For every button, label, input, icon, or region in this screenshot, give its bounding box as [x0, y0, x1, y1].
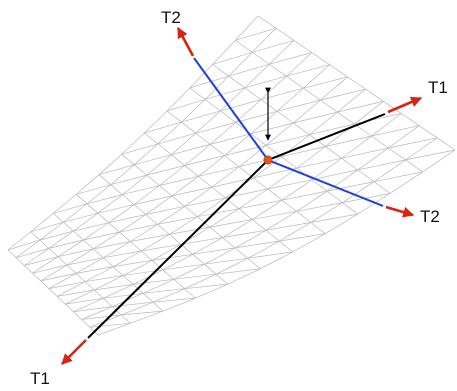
mesh-line	[7, 249, 99, 336]
t2-top-tangent-arrow	[176, 27, 195, 57]
surface-wireframe-mesh	[7, 15, 456, 336]
mesh-line	[30, 137, 438, 233]
mesh-line	[24, 193, 391, 266]
mesh-line	[57, 268, 261, 297]
mesh-line	[40, 64, 330, 282]
mesh-line	[73, 297, 196, 313]
mesh-line	[121, 88, 366, 155]
mesh-line	[7, 15, 259, 251]
mesh-line	[144, 132, 293, 253]
mesh-line	[235, 27, 276, 41]
mesh-line	[121, 154, 261, 269]
mesh-line	[65, 101, 384, 305]
mesh-line	[257, 15, 456, 151]
mesh-line	[48, 76, 348, 289]
mesh-line	[40, 233, 326, 282]
mesh-line	[32, 213, 358, 274]
mesh-line	[89, 322, 131, 328]
mesh-line	[65, 283, 228, 305]
label-t2-right: T2	[420, 207, 440, 226]
mesh-line	[189, 52, 312, 89]
mesh-line	[76, 113, 402, 195]
t2-curve	[193, 57, 384, 207]
mesh-line	[48, 251, 293, 289]
mesh-line	[98, 100, 384, 176]
t1-right-tangent-arrow	[387, 96, 423, 114]
mesh-line	[212, 40, 294, 65]
mesh-line	[53, 213, 164, 312]
t1-bottom-tangent-arrow	[61, 339, 87, 365]
mesh-line	[81, 310, 163, 320]
mesh-line	[97, 149, 456, 336]
t2-right-tangent-arrow	[385, 205, 415, 218]
mesh-line	[16, 171, 423, 259]
mesh-line	[235, 40, 423, 173]
mesh-line	[89, 137, 438, 328]
mesh-line	[73, 113, 402, 313]
mesh-line	[56, 88, 366, 297]
label-t1-bottom: T1	[30, 369, 50, 388]
mesh-line	[166, 110, 326, 234]
mesh-line	[75, 194, 196, 299]
mesh-line	[189, 87, 358, 215]
mesh-line	[144, 76, 348, 134]
center-point	[263, 155, 273, 165]
mesh-line	[166, 64, 330, 112]
label-t1-right: T1	[428, 78, 448, 97]
mesh-line	[15, 27, 277, 258]
label-t2-top: T2	[161, 8, 181, 27]
mesh-line	[53, 125, 420, 214]
mesh-line	[24, 40, 295, 266]
mesh-line	[30, 231, 131, 324]
mesh-line	[212, 64, 391, 194]
mesh-line	[7, 149, 456, 251]
mesh-line	[98, 174, 229, 285]
mesh-line	[81, 125, 420, 320]
